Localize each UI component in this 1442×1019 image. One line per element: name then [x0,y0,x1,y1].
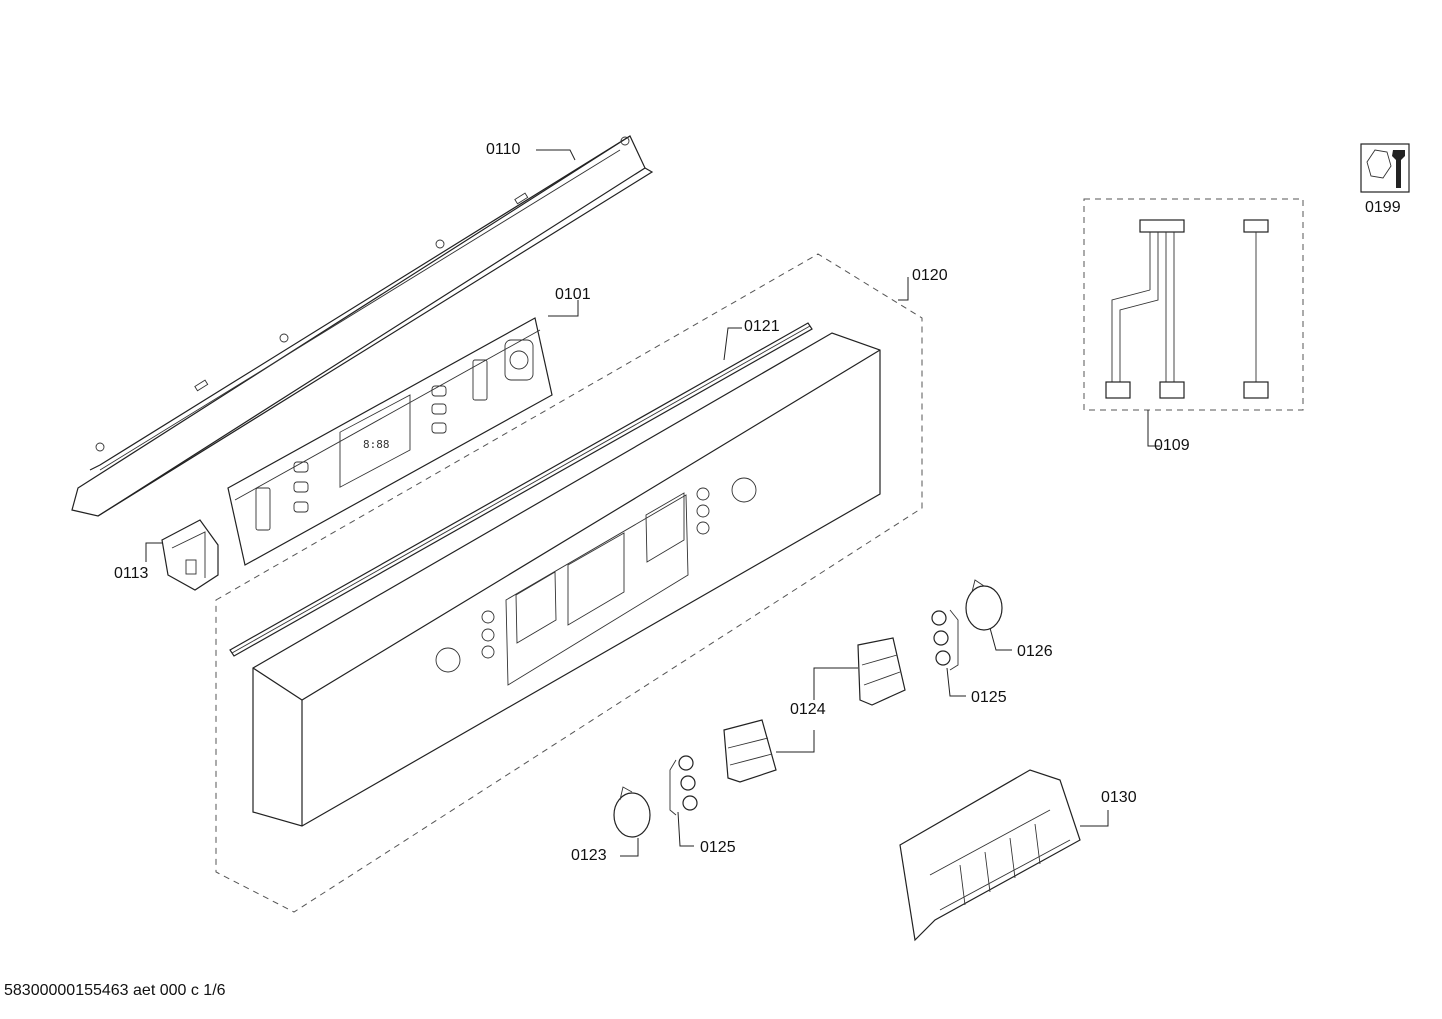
part-0101-module: 8:88 [227,317,553,566]
label-0110: 0110 [486,141,521,158]
part-0113-clip [161,519,219,591]
part-0121-strip [229,322,813,657]
part-0110-rail [71,135,654,517]
label-0130: 0130 [1101,789,1137,806]
label-0124: 0124 [790,701,826,718]
label-0126: 0126 [1017,643,1053,660]
leader-0110 [536,149,576,161]
leader-0123 [620,838,639,857]
leader-0121 [723,327,742,361]
leader-0101 [548,300,579,317]
label-0121: 0121 [744,318,780,335]
leader-0126 [989,627,1012,651]
group-0109-outline [1083,198,1304,411]
label-0199: 0199 [1365,199,1401,216]
label-0101: 0101 [555,286,591,303]
leader-0124-top [813,667,858,700]
leader-0113 [145,542,162,562]
label-0125-left: 0125 [700,839,736,856]
leader-0130 [1080,810,1109,827]
part-0124-switches [723,637,906,783]
label-0113: 0113 [114,565,149,582]
part-0109-harness [1105,219,1269,399]
wrench-nut-icon [1360,143,1410,193]
svg-text:8:88: 8:88 [363,438,390,451]
leader-0125b [677,811,694,847]
drawing-number: 58300000155463 aet 000 c 1/6 [4,982,226,999]
leader-0109 [1147,410,1160,447]
part-control-panel [252,332,881,827]
label-0123: 0123 [571,847,607,864]
leader-0124-bottom [776,730,815,753]
group-0120-outline [215,253,923,913]
part-0125-buttons-left [669,755,698,816]
label-0125-right: 0125 [971,689,1007,706]
part-0123-knob [613,786,651,838]
part-0125-buttons-right [931,609,959,671]
label-0109: 0109 [1154,437,1190,454]
leader-0120 [898,277,909,301]
label-0120: 0120 [912,267,948,284]
part-0130-bracket [899,769,1081,942]
part-0126-knob [965,579,1003,631]
leader-0125a [946,667,966,697]
